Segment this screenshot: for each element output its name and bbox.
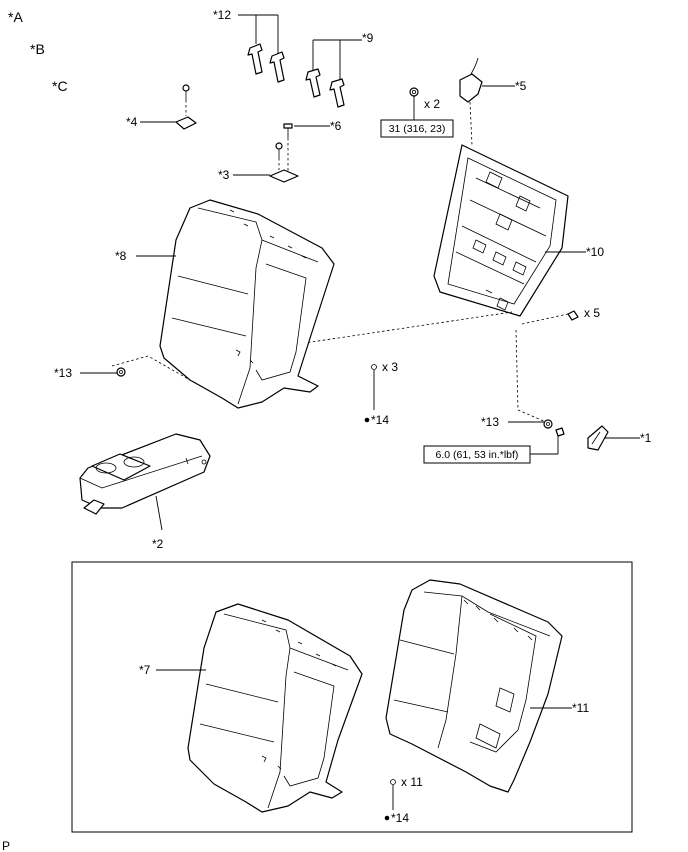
part-8-seatback-cover [159,199,335,409]
dot-icon [364,417,370,423]
bolt-icon [555,427,565,437]
callout-14-upper: *14 [371,413,389,427]
callout-3: *3 [218,168,230,182]
callout-10: *10 [586,245,604,259]
leader-2 [155,495,163,531]
part-9-pins [305,68,345,108]
part-13-clip-right [543,419,553,429]
callout-13-right: *13 [481,415,499,429]
part-6-bolt [283,123,293,172]
callout-5: *5 [515,79,527,93]
legend-a: *A [8,9,23,25]
figure-code: P [2,839,10,852]
part-5-lock-bracket [459,57,483,146]
quantity-x5: x 5 [584,306,600,320]
leader-12 [238,14,279,54]
part-12-pins [247,43,285,83]
torque-box-nut [380,119,454,138]
hog-ring-icon-inset [390,779,396,785]
quantity-x3: x 3 [382,360,398,374]
dash-screw-frame [521,313,569,325]
dash-cover-to-frame [297,311,513,345]
part-2-armrest [79,433,211,515]
part-7-seatback-cover [187,603,363,813]
torque-box-bolt [423,445,531,464]
callout-14-lower: *14 [391,811,409,825]
torque-spec-nut: 31 (316, 23) [389,123,446,135]
leader-9 [312,39,362,80]
callout-8: *8 [115,249,127,263]
part-10-seatback-frame [433,144,569,317]
quantity-x2: x 2 [424,97,440,111]
callout-11: *11 [572,701,589,715]
part-1-cover [587,425,609,451]
legend-b: *B [30,41,45,57]
torque-spec-bolt: 6.0 (61, 53 in.*lbf) [436,449,519,461]
legend-c: *C [52,78,68,94]
dash-frame-down [515,329,519,411]
dash-to-clip [517,409,547,423]
callout-13-left: *13 [54,366,72,380]
callout-7: *7 [139,663,151,677]
hog-ring-icon [371,364,377,370]
part-11-seatback-pad [385,579,563,793]
screw-icon [567,310,579,321]
part-4-bracket [175,84,197,130]
quantity-x11: x 11 [401,775,423,789]
callout-12: *12 [213,8,231,22]
callout-1: *1 [640,431,652,445]
callout-4: *4 [126,115,138,129]
callout-6: *6 [330,119,342,133]
dash-clip-left [111,355,191,381]
dot-icon-inset [384,815,390,821]
part-3-bracket [269,142,299,183]
inset-frame [71,561,633,833]
part-13-clip-left [116,367,126,377]
nut-icon [409,87,419,97]
callout-2: *2 [152,537,164,551]
callout-9: *9 [362,31,374,45]
